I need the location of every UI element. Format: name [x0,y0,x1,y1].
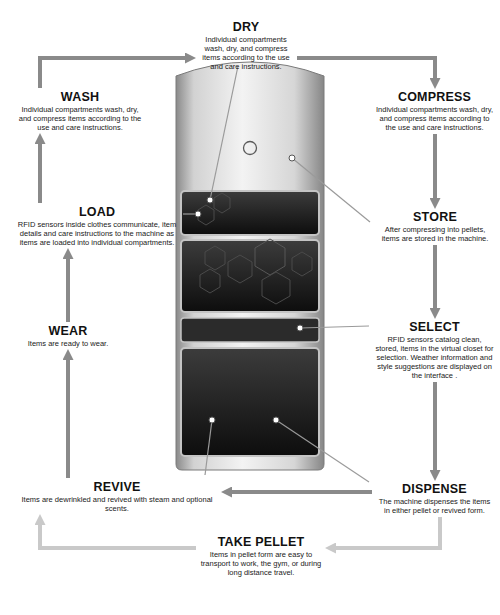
step-description: Items in pellet form are easy to transpo… [199,550,323,577]
flow-arrow [297,58,435,78]
step-description: Individual compartments wash, dry, and c… [375,105,494,132]
flow-arrow [433,134,437,198]
step-heading: LOAD [15,205,179,220]
step-description: RFID sensors catalog clean, stored, item… [375,335,494,380]
flow-arrow [433,382,437,470]
step-description: The machine dispenses the items in eithe… [375,497,494,515]
step-block: SELECTRFID sensors catalog clean, stored… [372,318,497,382]
flow-arrow [232,490,372,494]
step-heading: WASH [15,90,145,105]
step-heading: STORE [377,210,493,225]
step-block: DRYIndividual compartments wash, dry, an… [195,18,297,73]
step-description: Individual compartments wash, dry, and c… [198,35,294,71]
flow-arrow [66,259,70,322]
step-block: STOREAfter compressing into pellets, ite… [374,208,496,245]
flow-arrow [40,58,185,88]
step-block: LOADRFID sensors inside clothes communic… [12,203,182,249]
step-description: Individual compartments wash, dry, and c… [15,105,145,132]
step-description: RFID sensors inside clothes communicate,… [15,220,179,247]
leader-dot [195,155,303,423]
step-heading: COMPRESS [375,90,494,105]
flow-arrow [38,144,42,203]
dispense-drawer [181,348,319,456]
step-heading: REVIVE [15,480,219,495]
step-heading: SELECT [375,320,494,335]
hexagon-pattern [198,193,312,304]
flow-arrow [40,525,196,548]
step-block: COMPRESSIndividual compartments wash, dr… [372,88,497,134]
step-block: DISPENSEThe machine dispenses the items … [372,480,497,517]
flow-arrow [433,245,437,308]
step-description: Items are dewrinkled and revived with st… [15,495,219,513]
step-description: After compressing into pellets, items ar… [377,225,493,243]
logo-emblem [244,142,257,155]
step-heading: WEAR [15,324,121,339]
flow-arrow [336,517,440,548]
step-heading: TAKE PELLET [199,535,323,550]
compartment-window [181,240,319,312]
step-block: WEARItems are ready to wear. [12,322,124,350]
compartment-window [181,191,319,235]
step-heading: DISPENSE [375,482,494,497]
step-heading: DRY [198,20,294,35]
step-block: TAKE PELLETItems in pellet form are easy… [196,533,326,579]
appliance-housing [176,62,324,470]
leader-line [183,66,370,482]
step-description: Items are ready to wear. [15,339,121,348]
step-block: REVIVEItems are dewrinkled and revived w… [12,478,222,515]
control-interface [181,318,319,342]
step-block: WASHIndividual compartments wash, dry, a… [12,88,148,134]
flow-arrow [66,360,70,478]
